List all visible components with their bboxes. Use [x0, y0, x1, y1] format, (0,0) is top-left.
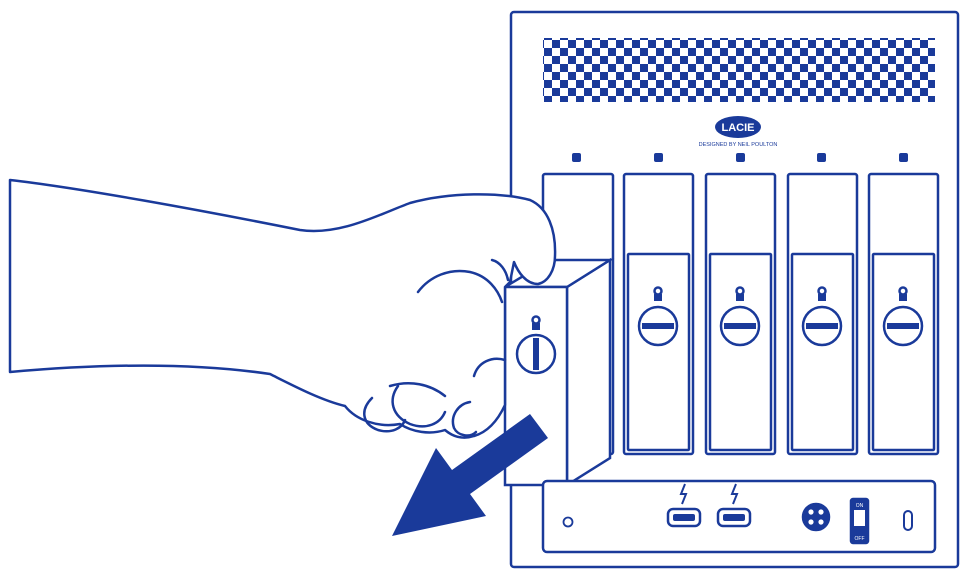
lock-icon[interactable]: [515, 315, 557, 375]
lock-icon[interactable]: [719, 286, 761, 347]
thunderbolt-port-1[interactable]: [666, 483, 702, 528]
led-bay-4: [817, 153, 826, 162]
power-on-label: ON: [856, 503, 864, 509]
lacie-logo: LACIE DESIGNED BY NEIL POULTON: [699, 116, 778, 148]
thunderbolt-icon: [679, 483, 688, 505]
power-switch[interactable]: ON OFF: [849, 497, 870, 545]
thunderbolt-icon: [730, 483, 739, 505]
logo-text: LACIE: [722, 122, 755, 134]
power-connector-icon[interactable]: [801, 502, 831, 532]
drive-bay-5[interactable]: [867, 172, 940, 456]
io-panel: ON OFF: [541, 479, 937, 554]
thunderbolt-port-2[interactable]: [716, 483, 752, 528]
lock-icon[interactable]: [882, 286, 924, 347]
drive-bay-4[interactable]: [786, 172, 859, 456]
kensington-slot-icon: [903, 510, 913, 531]
hand-icon: [8, 178, 557, 439]
power-off-label: OFF: [855, 536, 865, 542]
drive-bay-1[interactable]: [500, 172, 615, 488]
vent-grille: [543, 38, 935, 102]
reset-button[interactable]: [562, 516, 574, 528]
led-bay-5: [899, 153, 908, 162]
led-indicators: [572, 153, 908, 162]
drive-bay-2[interactable]: [622, 172, 695, 456]
led-bay-3: [736, 153, 745, 162]
logo-tagline: DESIGNED BY NEIL POULTON: [699, 142, 778, 148]
lock-icon[interactable]: [637, 286, 679, 347]
arrow-icon: [392, 414, 548, 536]
drive-bay-3[interactable]: [704, 172, 777, 456]
led-bay-1: [572, 153, 581, 162]
lock-icon[interactable]: [801, 286, 843, 347]
led-bay-2: [654, 153, 663, 162]
